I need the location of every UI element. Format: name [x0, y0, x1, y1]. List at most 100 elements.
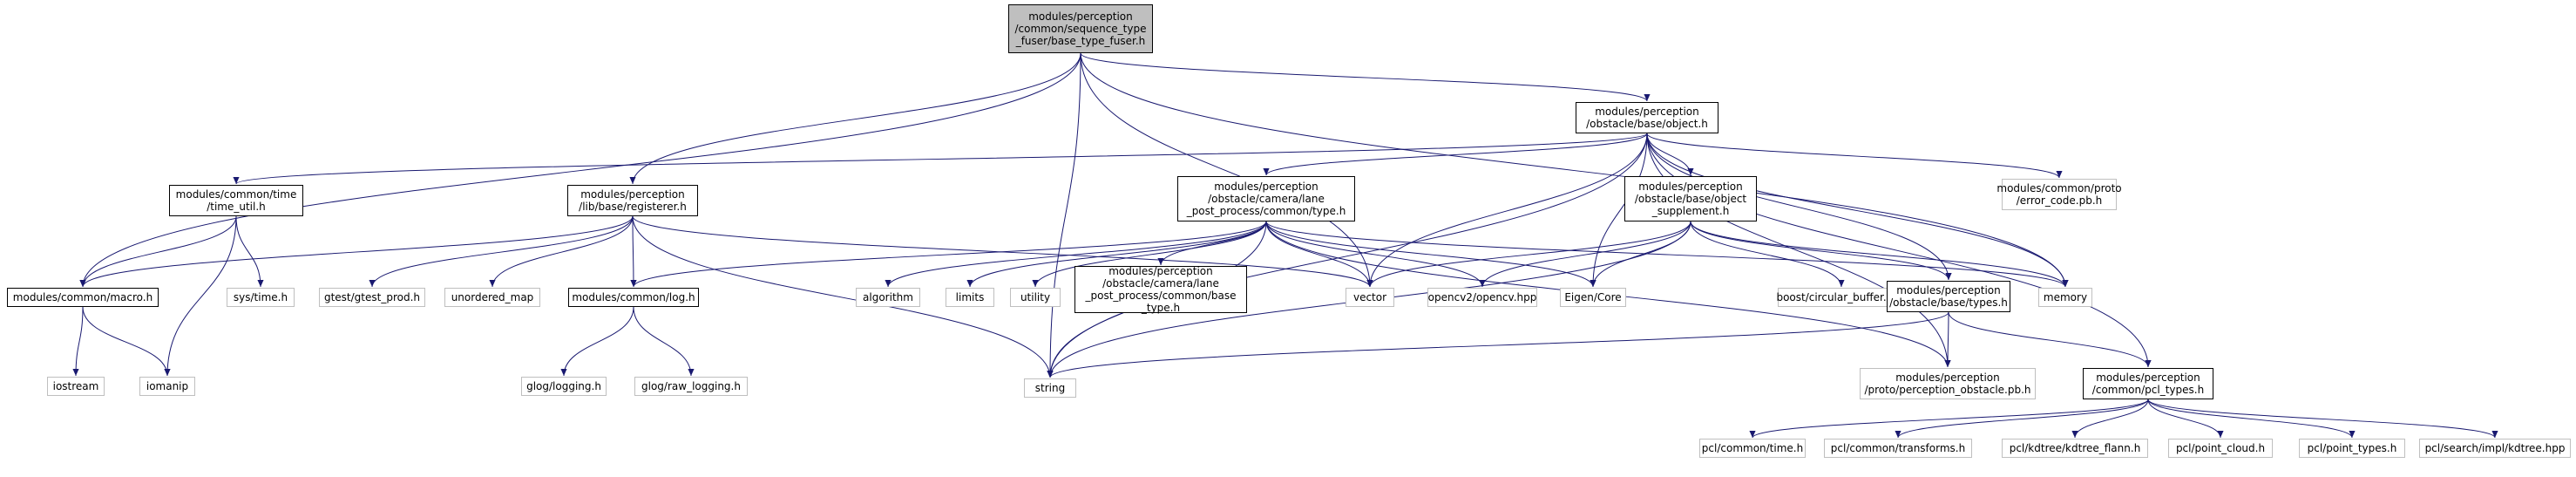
edge-object-to-time_util [233, 133, 1648, 185]
node-gtest: gtest/gtest_prod.h [319, 288, 425, 307]
node-label-line: /obstacle/camera/lane [1208, 193, 1325, 205]
node-label-line: /common/pcl_types.h [2091, 384, 2205, 396]
edge-object-to-string [1047, 133, 1648, 378]
edge-pcl_types-to-pcl_trans [1895, 399, 2149, 439]
edge-macro-to-iomanip [82, 306, 171, 377]
node-unordered: unordered_map [444, 288, 540, 307]
node-label-line: limits [955, 291, 985, 303]
node-obj-supp[interactable]: modules/perception/obstacle/base/object_… [1624, 176, 1757, 221]
edge-pcl_types-to-pcl_cloud [2147, 399, 2224, 439]
node-label-line: _post_process/common/base [1085, 290, 1237, 302]
edge-types-to-string [1047, 311, 1949, 378]
node-label-line: /obstacle/base/object.h [1586, 118, 1708, 130]
edge-obj_supp-to-boost [1690, 221, 1845, 288]
node-registerer[interactable]: modules/perception/lib/base/registerer.h [567, 185, 698, 216]
node-label-line: sys/time.h [233, 291, 288, 303]
node-label-line: unordered_map [451, 291, 534, 303]
node-log[interactable]: modules/common/log.h [568, 288, 699, 307]
edge-obj_supp-to-memory [1690, 221, 2069, 288]
node-label-line: _supplement.h [1651, 205, 1730, 217]
node-label-line: /lib/base/registerer.h [579, 201, 687, 213]
node-types[interactable]: modules/perception/obstacle/base/types.h [1887, 281, 2010, 312]
node-label-line: modules/common/proto [1996, 182, 2122, 194]
node-label-line: modules/perception [1896, 284, 2001, 296]
node-glograw: glog/raw_logging.h [634, 377, 748, 396]
edge-lane_type-to-vector [1265, 221, 1373, 288]
node-label-line: pcl/common/transforms.h [1830, 442, 1966, 454]
node-label-line: /time_util.h [207, 201, 266, 213]
node-label-line: modules/perception [1595, 106, 1699, 118]
edge-lane_type-to-algorithm [885, 221, 1267, 288]
node-label-line: /obstacle/base/types.h [1889, 296, 2008, 309]
edge-obj_supp-to-eigen [1590, 221, 1691, 288]
edge-registerer-to-unordered [489, 215, 634, 288]
node-error-code: modules/common/proto/error_code.pb.h [1996, 179, 2122, 210]
edge-object-to-error_code [1646, 133, 2063, 179]
node-label-line: _post_process/common/type.h [1186, 205, 1346, 217]
node-macro[interactable]: modules/common/macro.h [7, 288, 159, 307]
node-label-line: modules/perception [1638, 181, 1743, 193]
edge-object-to-memory [1646, 133, 2069, 288]
node-perc-obs: modules/perception/proto/perception_obst… [1860, 368, 2036, 399]
node-label-line: /error_code.pb.h [2016, 194, 2103, 207]
node-iostream: iostream [47, 377, 105, 396]
node-label-line: utility [1020, 291, 1051, 303]
node-label-line: modules/perception [580, 188, 685, 201]
node-label-line: iomanip [146, 380, 189, 392]
node-label-line: pcl/common/time.h [1701, 442, 1804, 454]
node-eigen: Eigen/Core [1560, 288, 1626, 307]
node-label-line: modules/perception [1028, 10, 1133, 23]
edge-object-to-pcl_types [1646, 133, 2152, 368]
edge-object-to-eigen [1590, 133, 1648, 288]
edge-root-to-vector [1080, 52, 1373, 288]
edge-lane_type-to-memory [1265, 221, 2069, 288]
edge-lane_type-to-opencv [1265, 221, 1486, 288]
node-label-line: /obstacle/camera/lane [1102, 277, 1219, 290]
edge-pcl_types-to-pcl_time [1749, 399, 2149, 439]
node-base-type[interactable]: modules/perception/obstacle/camera/lane_… [1074, 265, 1247, 314]
node-object[interactable]: modules/perception/obstacle/base/object.… [1576, 102, 1718, 133]
node-label-line: modules/perception [1214, 181, 1319, 193]
node-label-line: pcl/search/impl/kdtree.hpp [2424, 442, 2566, 454]
node-label-line: algorithm [863, 291, 913, 303]
node-label-line: pcl/point_cloud.h [2175, 442, 2266, 454]
node-time-util[interactable]: modules/common/time/time_util.h [169, 185, 303, 216]
node-pcl-trans: pcl/common/transforms.h [1824, 439, 1972, 458]
node-algorithm: algorithm [856, 288, 920, 307]
node-label-line: glog/raw_logging.h [641, 380, 741, 392]
edge-lane_type-to-log [630, 221, 1267, 288]
node-iomanip: iomanip [139, 377, 195, 396]
node-label-line: modules/common/macro.h [12, 291, 153, 303]
node-label-line: string [1034, 382, 1066, 394]
node-root[interactable]: modules/perception/common/sequence_type_… [1008, 4, 1153, 53]
node-systime: sys/time.h [227, 288, 295, 307]
edge-types-to-pcl_types [1948, 311, 2152, 368]
edge-root-to-object [1080, 52, 1651, 102]
node-label-line: modules/perception [2096, 371, 2200, 384]
edge-obj_supp-to-types [1690, 221, 1952, 281]
node-label-line: _fuser/base_type_fuser.h [1015, 35, 1146, 47]
edge-time_util-to-systime [235, 215, 264, 288]
edge-types-to-perc_obs [1944, 311, 1951, 368]
edge-object-to-vector [1366, 133, 1648, 288]
edge-root-to-registerer [629, 52, 1081, 185]
edge-lane_type-to-limits [966, 221, 1267, 288]
node-label-line: modules/common/time [175, 188, 297, 201]
node-label-line: vector [1352, 291, 1387, 303]
node-opencv: opencv2/opencv.hpp [1427, 288, 1537, 307]
node-label-line: gtest/gtest_prod.h [323, 291, 421, 303]
edge-obj_supp-to-opencv [1479, 221, 1691, 288]
edge-root-to-string [1047, 52, 1081, 378]
node-memory: memory [2038, 288, 2092, 307]
node-boost: boost/circular_buffer.hpp [1776, 288, 1907, 307]
edge-pcl_types-to-pcl_flann [2071, 399, 2149, 439]
node-utility: utility [1010, 288, 1061, 307]
node-label-line: boost/circular_buffer.hpp [1776, 291, 1907, 303]
node-label-line: _type.h [1141, 302, 1181, 314]
node-lane-type[interactable]: modules/perception/obstacle/camera/lane_… [1177, 176, 1355, 221]
edge-log-to-glograw [633, 306, 695, 377]
node-pcl-types[interactable]: modules/perception/common/pcl_types.h [2083, 368, 2213, 399]
edge-registerer-to-string [632, 215, 1054, 378]
node-vector: vector [1346, 288, 1394, 307]
